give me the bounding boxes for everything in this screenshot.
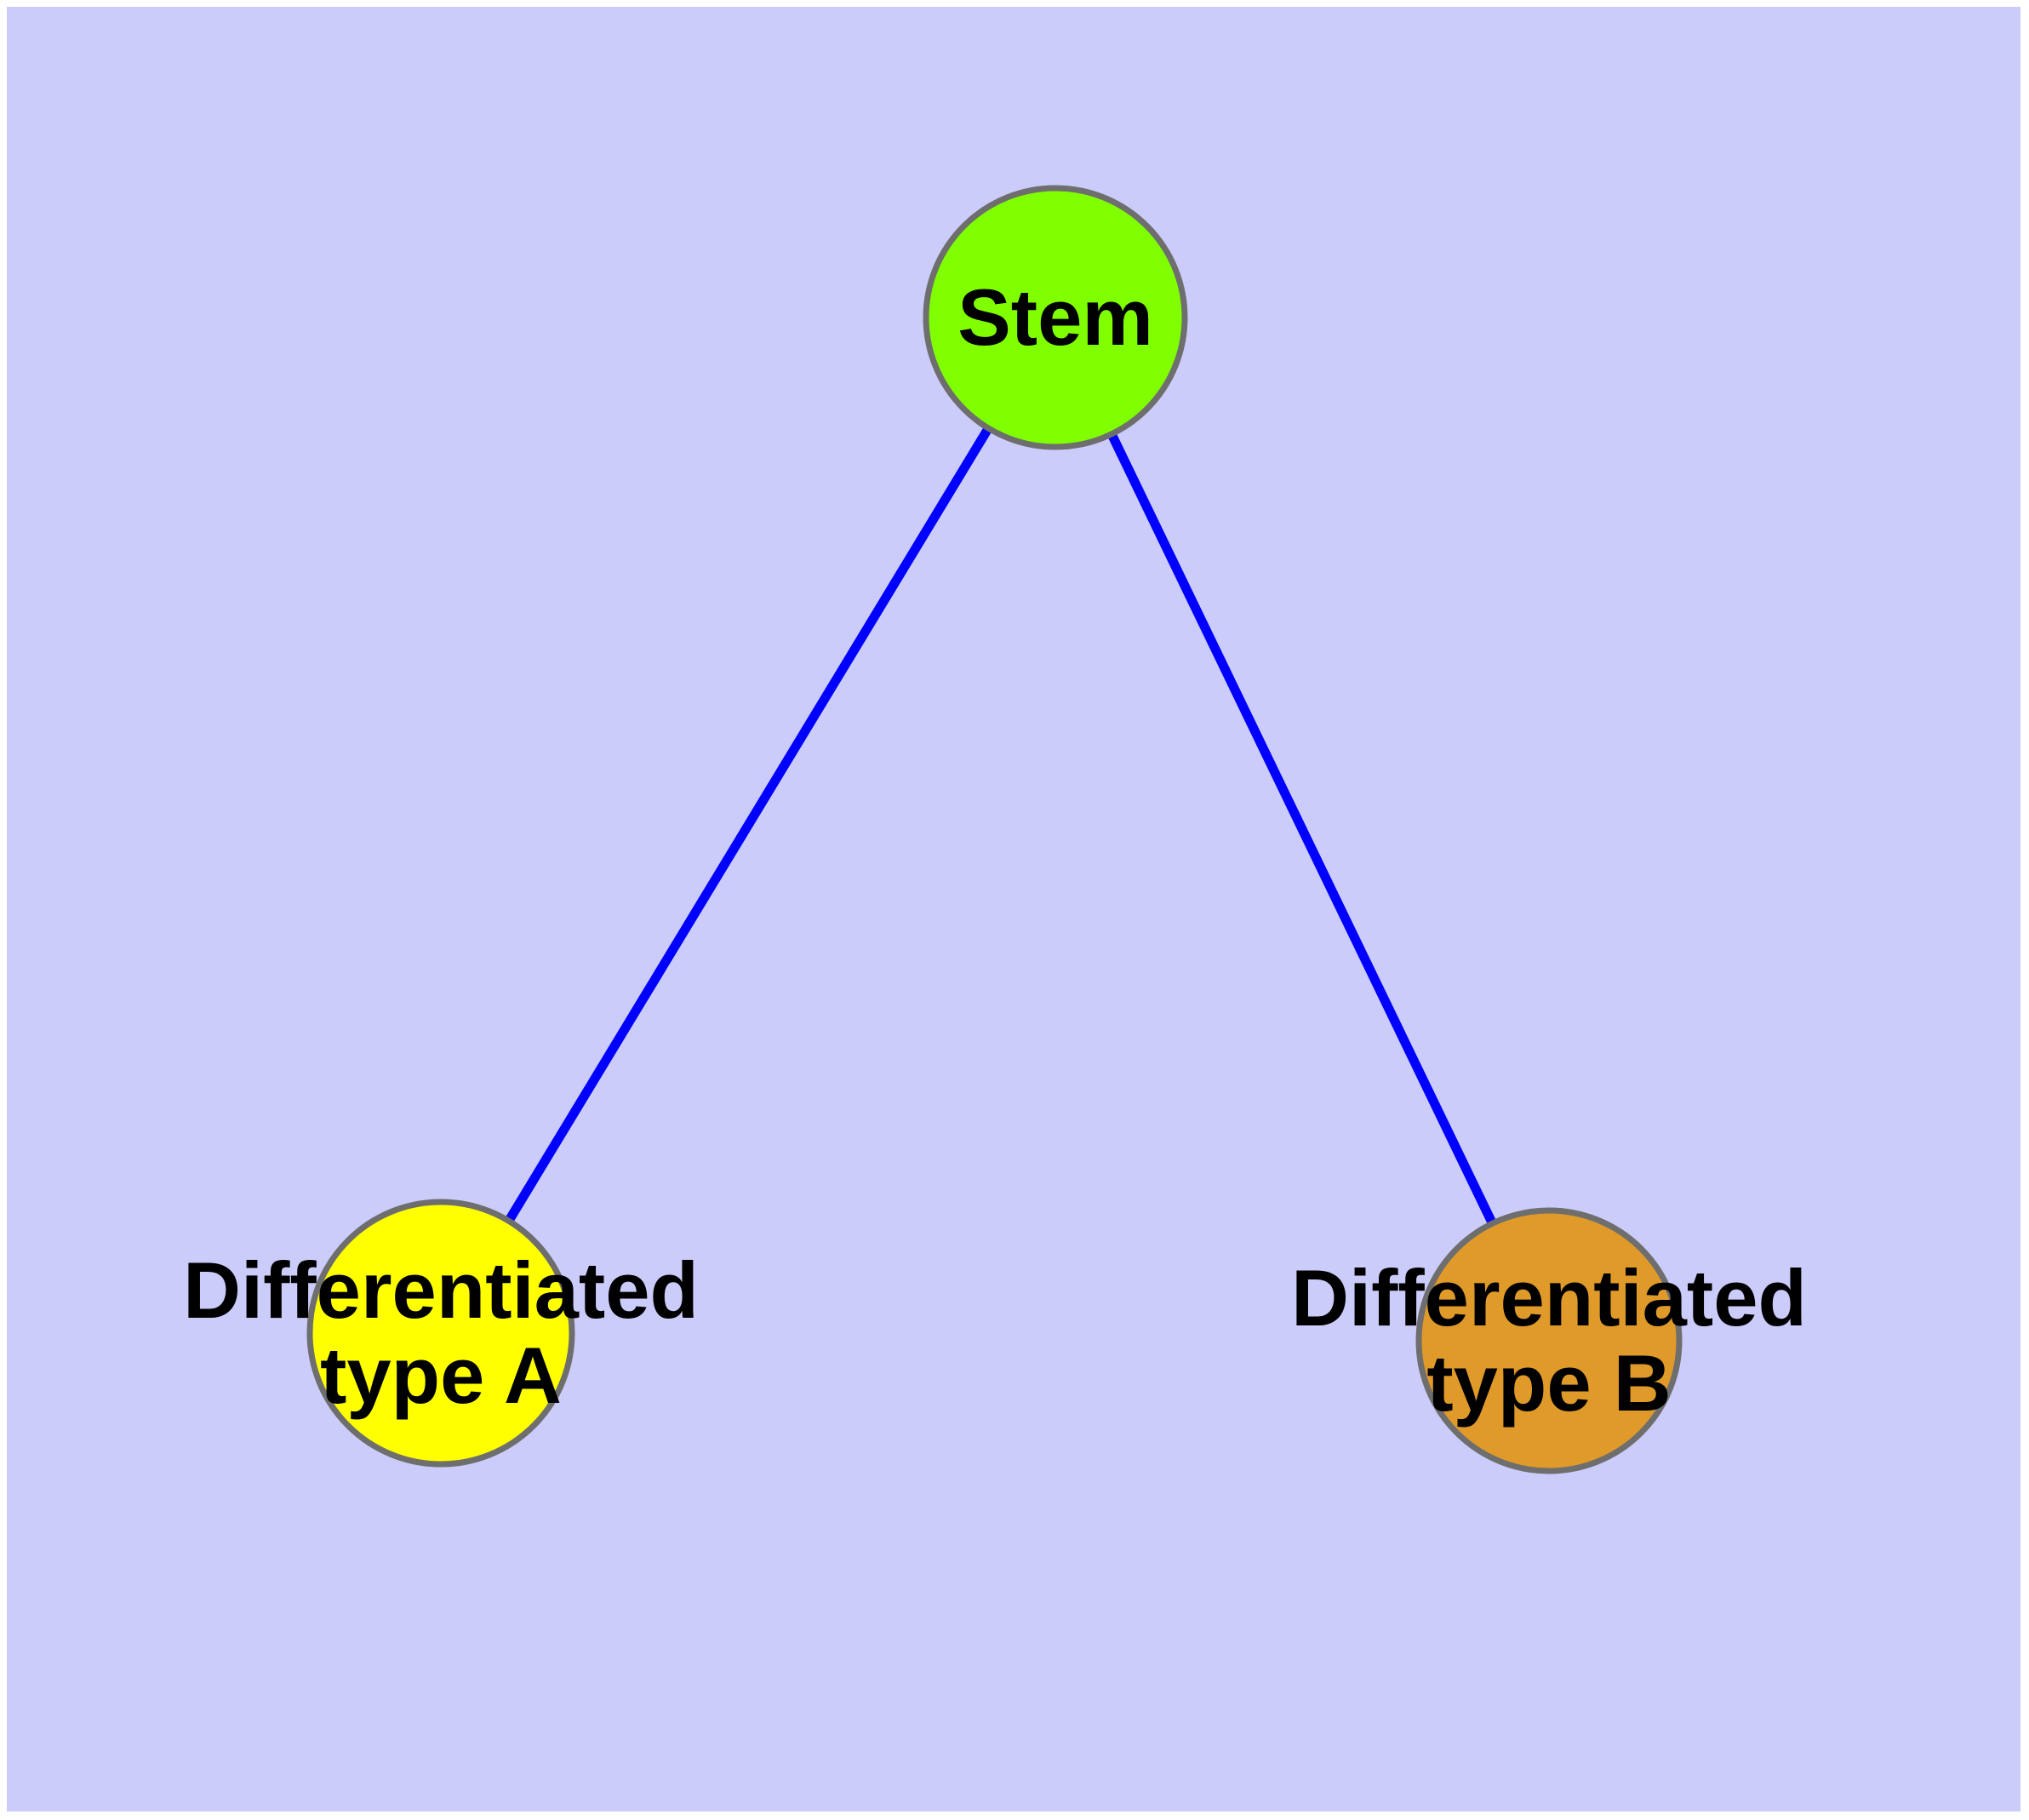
edge-stem-to-differentiated-type-a[interactable] xyxy=(437,315,1060,1336)
node-circle-differentiated-type-b[interactable] xyxy=(1415,1207,1683,1474)
graph-svg xyxy=(306,185,1683,1474)
node-layer xyxy=(306,185,1683,1474)
edge-layer xyxy=(437,315,1553,1343)
diagram-canvas: Stem Differentiated type A Differentiate… xyxy=(7,7,2020,1811)
edge-stem-to-differentiated-type-b[interactable] xyxy=(1051,315,1553,1343)
node-circle-stem[interactable] xyxy=(923,185,1188,450)
node-circle-differentiated-type-a[interactable] xyxy=(306,1199,575,1468)
